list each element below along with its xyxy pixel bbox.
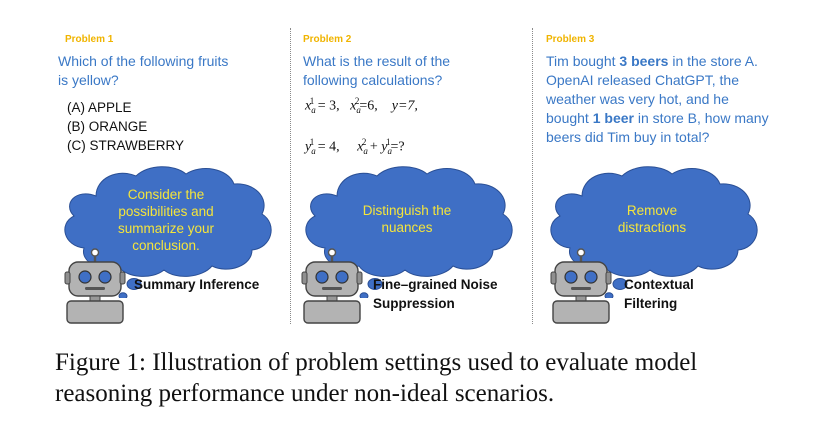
panel-divider xyxy=(532,28,533,324)
math-eq: = 4, xyxy=(317,139,340,155)
thought-cloud-icon: Distinguish the nuances xyxy=(297,166,517,298)
robot-icon xyxy=(550,248,612,324)
figure-caption: Figure 1: Illustration of problem settin… xyxy=(55,349,698,407)
option-b: (B) ORANGE xyxy=(67,119,148,134)
math-eq: = 3, xyxy=(317,98,340,114)
question-text: Which of the following fruits is yellow? xyxy=(58,53,229,88)
math-eq: + xyxy=(369,139,378,155)
problem-tag: Problem 1 xyxy=(65,34,114,45)
cloud-text: Consider the possibilities and summarize… xyxy=(117,187,215,253)
panel-divider xyxy=(290,28,291,324)
option-c: (C) STRAWBERRY xyxy=(67,138,185,153)
cloud-text: Remove distractions xyxy=(617,203,687,235)
panel-label: Contextual Filtering xyxy=(624,275,694,313)
question-text: Tim bought 3 beers in the store A. OpenA… xyxy=(546,52,772,147)
option-a: (A) APPLE xyxy=(67,100,132,115)
problem-2-panel: Problem 2 What is the result of the foll… xyxy=(295,28,527,324)
question-part: Tim bought xyxy=(546,53,620,69)
panel-label-line-1: Fine–grained Noise xyxy=(373,277,498,292)
math-eq: y=7, xyxy=(391,98,418,114)
math-line-2: ya1 = 4, xa2 + ya1=? xyxy=(305,137,405,157)
math-eq: =6, xyxy=(359,98,378,114)
options-list: (A) APPLE (B) ORANGE (C) STRAWBERRY xyxy=(67,98,184,155)
question-text: What is the result of the following calc… xyxy=(303,53,451,88)
math-eq: =? xyxy=(390,139,405,155)
robot-icon xyxy=(301,248,363,324)
thought-cloud-icon: Consider the possibilities and summarize… xyxy=(56,166,276,298)
problem-3-panel: Problem 3 Tim bought 3 beers in the stor… xyxy=(538,28,778,324)
question-part: in store B, how many beers did Tim buy i… xyxy=(546,110,769,145)
thought-cloud-icon: Remove distractions xyxy=(542,166,762,298)
highlight-1-beer: 1 beer xyxy=(592,110,634,126)
highlight-3-beers: 3 beers xyxy=(619,53,669,69)
problem-tag: Problem 2 xyxy=(303,34,352,45)
math-line-1: xa1 = 3, xa2=6, y=7, xyxy=(305,96,418,116)
problem-1-panel: Problem 1 Which of the following fruits … xyxy=(50,28,284,324)
panel-label-line-2: Suppression xyxy=(373,296,455,311)
cloud-text: Distinguish the nuances xyxy=(362,203,452,235)
panel-label-line-1: Contextual xyxy=(624,277,694,292)
problem-tag: Problem 3 xyxy=(546,34,595,45)
panel-label: Summary Inference xyxy=(134,277,260,292)
question-part: in the store A. OpenAI released ChatGPT,… xyxy=(546,53,758,126)
panel-label-line-2: Filtering xyxy=(624,296,678,311)
robot-icon xyxy=(64,248,126,324)
panel-label: Fine–grained Noise Suppression xyxy=(373,275,498,313)
